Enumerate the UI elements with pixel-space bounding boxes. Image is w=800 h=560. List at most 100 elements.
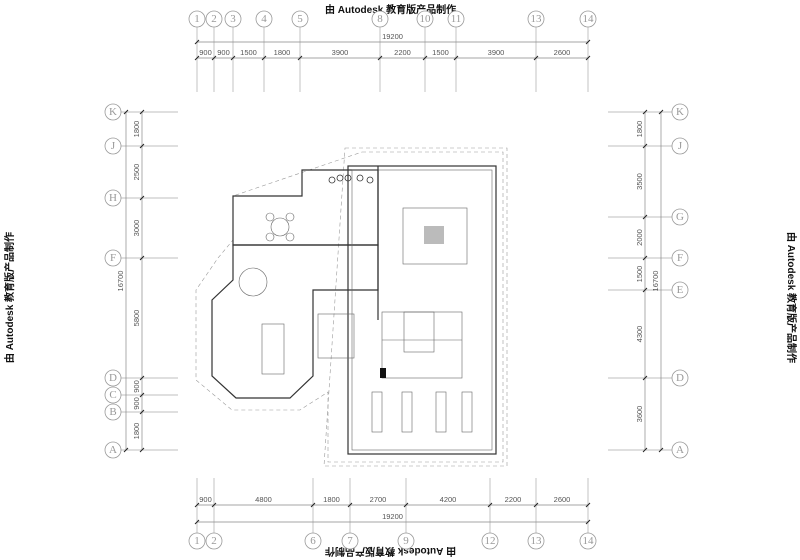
tick (642, 375, 648, 381)
bottom-axis-14: 14 (579, 532, 597, 550)
tick (377, 55, 383, 61)
axis-label: 8 (377, 13, 383, 25)
axis-label: A (109, 444, 117, 456)
right-axis-K: K (671, 103, 689, 121)
tick (297, 55, 303, 61)
axis-label: A (676, 444, 684, 456)
tick (585, 502, 591, 508)
tick (123, 447, 129, 453)
tick (139, 375, 145, 381)
bottom-dim-value: 4800 (255, 495, 272, 504)
axis-label: D (109, 372, 117, 384)
axis-label: 5 (297, 13, 303, 25)
axis-label: J (678, 140, 683, 152)
planter (328, 174, 374, 184)
grid-lines (121, 27, 672, 533)
tick (139, 392, 145, 398)
tick (139, 195, 145, 201)
staircase (381, 311, 463, 379)
top-axis-13: 13 (527, 10, 545, 28)
bottom-dim-value: 2200 (505, 495, 522, 504)
axis-label: 3 (230, 13, 236, 25)
axis-label: D (676, 372, 684, 384)
wall-study (211, 244, 379, 399)
top-axis-3: 3 (224, 10, 242, 28)
top-dim-value: 1800 (274, 48, 291, 57)
top-dim-value: 900 (217, 48, 230, 57)
outdoor-table (265, 212, 295, 242)
tick (230, 55, 236, 61)
shelves (371, 391, 473, 433)
wall-right-block (347, 165, 497, 455)
top-dim-value: 3900 (332, 48, 349, 57)
right-dim-value: 1500 (635, 266, 644, 283)
axis-label: 6 (310, 535, 316, 547)
tick (642, 287, 648, 293)
tick (642, 143, 648, 149)
tick (642, 255, 648, 261)
left-axis-K: K (104, 103, 122, 121)
axis-label: 12 (485, 535, 496, 547)
watermark-top: 由 Autodesk 教育版产品制作 (325, 5, 457, 16)
left-axis-D: D (104, 369, 122, 387)
bottom-dim-value: 4200 (440, 495, 457, 504)
left-dim-value: 3000 (132, 220, 141, 237)
top-axis-14: 14 (579, 10, 597, 28)
axis-label: 1 (194, 535, 200, 547)
tick (487, 502, 493, 508)
tick (658, 447, 664, 453)
bottom-dim-value: 2700 (370, 495, 387, 504)
left-total-value: 16700 (116, 271, 125, 292)
tick (211, 55, 217, 61)
bottom-axis-13: 13 (527, 532, 545, 550)
bottom-dim-value: 900 (199, 495, 212, 504)
tick (533, 502, 539, 508)
left-axis-H: H (104, 189, 122, 207)
right-axis-D: D (671, 369, 689, 387)
axis-label: B (109, 406, 116, 418)
left-axis-F: F (104, 249, 122, 267)
axis-label: K (676, 106, 684, 118)
rug (402, 207, 468, 265)
bottom-dim-value: 2600 (554, 495, 571, 504)
right-dim-value: 4300 (635, 326, 644, 343)
axis-label: F (110, 252, 116, 264)
top-dim-value: 2600 (554, 48, 571, 57)
left-dim-value: 5800 (132, 310, 141, 327)
left-axis-A: A (104, 441, 122, 459)
tick (194, 519, 200, 525)
bottom-axis-7: 7 (341, 532, 359, 550)
top-axis-11: 11 (447, 10, 465, 28)
right-axis-F: F (671, 249, 689, 267)
right-axis-J: J (671, 137, 689, 155)
column (380, 368, 386, 378)
right-dim-value: 3600 (635, 406, 644, 423)
wc (317, 313, 355, 359)
tick (642, 447, 648, 453)
axis-label: E (677, 284, 684, 296)
tick (642, 214, 648, 220)
right-dim-value: 2000 (635, 229, 644, 246)
round-rug (238, 267, 268, 297)
left-axis-C: C (104, 386, 122, 404)
axis-label: 4 (261, 13, 267, 25)
tick (403, 502, 409, 508)
wall-terrace (232, 169, 379, 246)
tick (422, 55, 428, 61)
tick (533, 55, 539, 61)
tick (310, 502, 316, 508)
axis-label: F (677, 252, 683, 264)
tick (139, 143, 145, 149)
tick (194, 502, 200, 508)
axis-label: 10 (420, 13, 432, 25)
tick (585, 519, 591, 525)
axis-label: 2 (211, 535, 217, 547)
axis-label: K (109, 106, 117, 118)
tick (642, 109, 648, 115)
bottom-axis-9: 9 (397, 532, 415, 550)
tick (194, 55, 200, 61)
left-dim-value: 900 (132, 380, 141, 393)
right-axis-G: G (671, 208, 689, 226)
